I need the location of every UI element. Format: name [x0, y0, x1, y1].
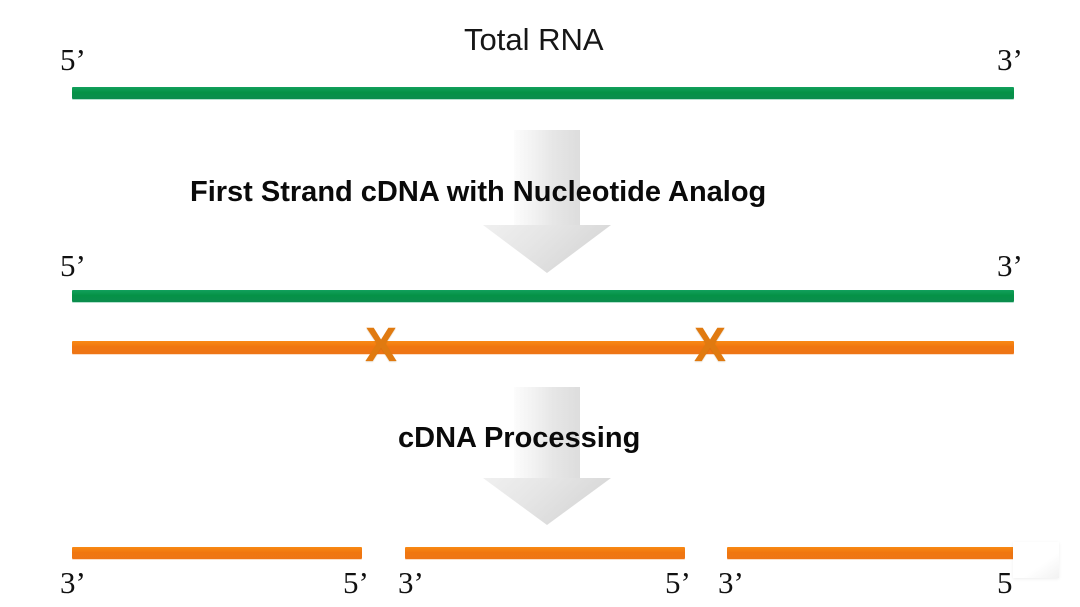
fragment-2-label-left: 3’ [398, 565, 424, 600]
nucleotide-analog-mark-1: X [365, 319, 398, 372]
rna-label-3prime-top: 3’ [997, 42, 1023, 77]
arrow-down-icon-cdna-processing [481, 387, 613, 526]
rna-label-3prime-mid: 3’ [997, 248, 1023, 283]
arrow-down-icon-first-strand [481, 130, 613, 274]
fragment-2-label-right: 5’ [665, 565, 691, 600]
nucleotide-analog-mark-2: X [694, 319, 727, 372]
step-label-cdna-processing: cDNA Processing [398, 422, 641, 454]
fragment-1-label-right: 5’ [343, 565, 369, 600]
cdna-fragment-2 [405, 547, 685, 559]
cdna-fragment-1 [72, 547, 362, 559]
fragment-1-label-left: 3’ [60, 565, 86, 600]
white-overlay-artifact [1013, 542, 1059, 578]
rna-label-5prime-mid: 5’ [60, 248, 86, 283]
cdna-fragment-3 [727, 547, 1015, 559]
page-title: Total RNA [464, 22, 604, 57]
rna-strand-top [72, 87, 1014, 99]
rna-strand-mid [72, 290, 1014, 302]
rna-label-5prime-top: 5’ [60, 42, 86, 77]
cdna-strand-mid [72, 341, 1014, 354]
step-label-first-strand: First Strand cDNA with Nucleotide Analog [190, 176, 767, 208]
fragment-3-label-right: 5 [997, 565, 1013, 600]
fragment-3-label-left: 3’ [718, 565, 744, 600]
